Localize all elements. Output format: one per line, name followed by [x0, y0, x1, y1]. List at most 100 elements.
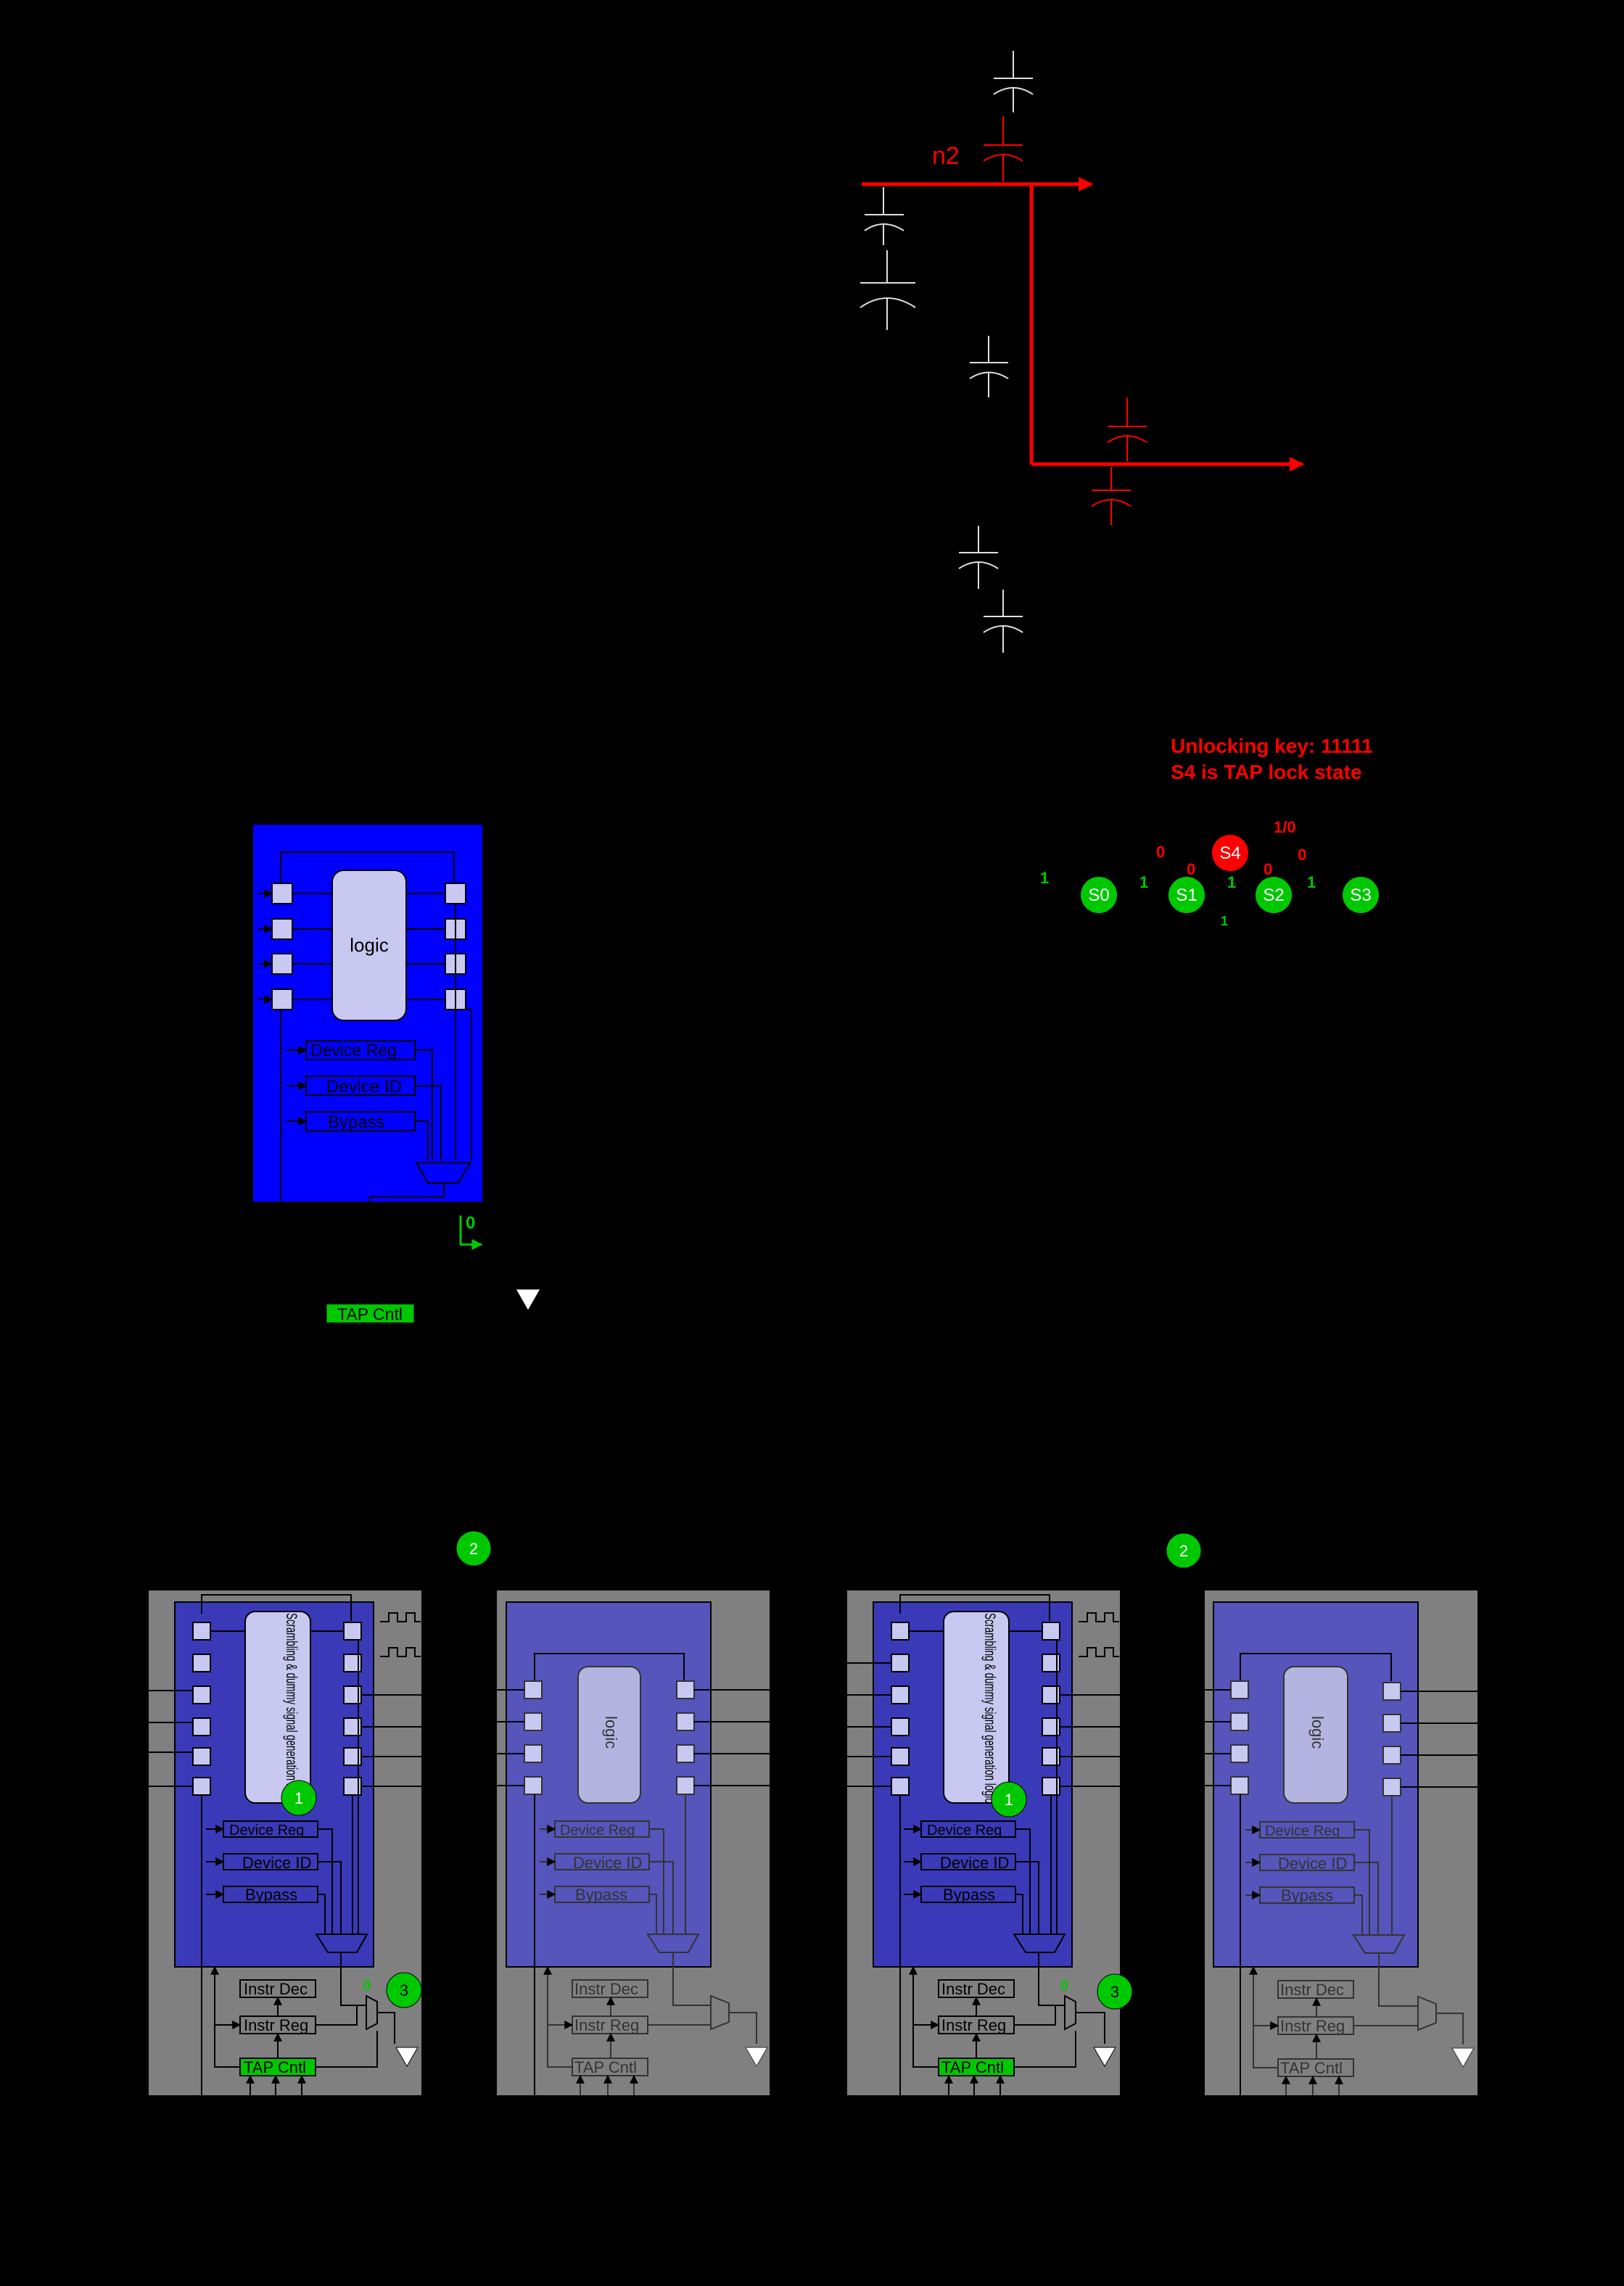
logic-block	[331, 870, 407, 1021]
capacitor-white-5	[958, 526, 999, 589]
capacitor-white-4	[969, 336, 1009, 397]
edge-label-s1-loop: 1	[1221, 914, 1228, 928]
svg-text:TAP Cntl: TAP Cntl	[941, 2058, 1004, 2076]
marker-1: 1	[991, 1781, 1027, 1817]
fsm-diagram: Unlocking key: 11111 S4 is TAP lock stat…	[1040, 735, 1379, 928]
svg-text:Device Reg: Device Reg	[1265, 1823, 1340, 1839]
edge-label-s4-self: 1/0	[1274, 818, 1296, 836]
svg-text:Device ID: Device ID	[573, 1854, 642, 1872]
svg-text:2: 2	[1179, 1542, 1188, 1560]
svg-text:Device ID: Device ID	[940, 1854, 1009, 1872]
marker-2-right: 2	[1166, 1532, 1202, 1569]
tap-cntl-block	[326, 1303, 415, 1324]
edge-label-s0-self: 1	[1040, 869, 1049, 887]
capacitor-red-3	[1091, 467, 1132, 525]
svg-text:Bypass: Bypass	[943, 1886, 995, 1904]
device-id-label: Device ID	[326, 1077, 402, 1097]
fsm-note-key: Unlocking key: 11111	[1171, 735, 1373, 757]
svg-text:0: 0	[1060, 1978, 1068, 1994]
svg-text:Instr Dec: Instr Dec	[1280, 1981, 1344, 1999]
output-buffer-icon	[516, 1290, 540, 1310]
svg-text:S3: S3	[1350, 886, 1371, 905]
clock-waveform-icon	[1079, 1612, 1119, 1657]
chip-protected-a: Scrambling & dummy signal generation log…	[149, 1590, 422, 2095]
svg-text:logic: logic	[602, 1716, 620, 1749]
device-reg-label: Device Reg	[310, 1041, 397, 1060]
marker-1: 1	[281, 1780, 317, 1816]
svg-text:Scrambling & dummy signal gene: Scrambling & dummy signal generation log…	[981, 1613, 998, 1803]
svg-text:Instr Dec: Instr Dec	[574, 1980, 638, 1998]
svg-text:Device ID: Device ID	[1278, 1854, 1347, 1873]
clock-waveform-icon	[380, 1612, 421, 1657]
state-s4: S4	[1212, 835, 1248, 871]
svg-text:Device Reg: Device Reg	[560, 1823, 635, 1839]
svg-text:S1: S1	[1176, 886, 1197, 905]
capacitor-white-2	[864, 187, 904, 245]
svg-text:0: 0	[363, 1978, 371, 1994]
svg-text:S2: S2	[1263, 886, 1284, 905]
marker-3: 3	[1097, 1973, 1133, 2010]
svg-text:TAP Cntl: TAP Cntl	[1280, 2059, 1343, 2077]
edge-label-s2-s3: 1	[1307, 873, 1316, 891]
svg-text:Instr Reg: Instr Reg	[1280, 2017, 1345, 2035]
capacitor-white-3	[860, 250, 916, 330]
output-buffer-icon	[395, 2047, 419, 2068]
chip-faded-d: logic Device Reg Device ID Bypass	[1205, 1590, 1477, 2095]
svg-text:Bypass: Bypass	[1281, 1886, 1333, 1905]
single-chip: logic Device Reg Device ID Bypass	[252, 823, 540, 1324]
bypass-label: Bypass	[328, 1113, 385, 1132]
svg-text:Instr Reg: Instr Reg	[941, 2016, 1006, 2034]
svg-text:1: 1	[294, 1789, 303, 1807]
svg-text:S0: S0	[1088, 886, 1109, 905]
top-circuit: n2	[860, 51, 1304, 653]
edge-label-s1-s4-a: 0	[1156, 843, 1165, 861]
svg-text:1: 1	[1005, 1791, 1013, 1809]
svg-text:S4: S4	[1219, 843, 1240, 863]
output-buffer-icon	[745, 2047, 768, 2068]
net-n2	[862, 177, 1304, 471]
capacitor-white-1	[993, 51, 1034, 112]
capacitor-red-2	[1107, 397, 1147, 461]
marker-3: 3	[386, 1972, 422, 2008]
state-s3: S3	[1343, 877, 1379, 913]
svg-text:Bypass: Bypass	[245, 1886, 297, 1904]
state-s0: S0	[1081, 877, 1117, 913]
edge-label-s1-s2: 1	[1227, 873, 1236, 891]
svg-text:Bypass: Bypass	[575, 1886, 627, 1904]
chip-faded-b: logic Device Reg Device ID Bypass	[497, 1590, 770, 2095]
capacitor-red-1	[983, 116, 1023, 181]
svg-text:Instr Reg: Instr Reg	[244, 2016, 308, 2034]
svg-text:3: 3	[400, 1981, 408, 2000]
svg-text:Device ID: Device ID	[242, 1854, 311, 1872]
svg-text:2: 2	[469, 1540, 478, 1558]
svg-text:3: 3	[1110, 1983, 1119, 2001]
edge-label-s0-s1: 1	[1139, 873, 1148, 891]
chip-protected-c: Scrambling & dummy signal generation log…	[847, 1590, 1133, 2095]
edge-label-s2-s4-b: 0	[1298, 846, 1306, 864]
fsm-note-lock: S4 is TAP lock state	[1171, 761, 1362, 783]
output-buffer-icon	[1451, 2047, 1475, 2068]
marker-2-left: 2	[456, 1530, 492, 1567]
state-s1: S1	[1168, 877, 1205, 913]
edge-label-s2-s4-a: 0	[1264, 860, 1272, 878]
svg-text:TAP Cntl: TAP Cntl	[244, 2058, 306, 2076]
edge-label-s1-s4-b: 0	[1187, 860, 1195, 878]
svg-text:Instr Dec: Instr Dec	[941, 1980, 1005, 1998]
net-label-n2: n2	[932, 142, 960, 170]
svg-text:Device Reg: Device Reg	[229, 1823, 304, 1839]
mux-value-label: 0	[466, 1213, 475, 1233]
svg-text:Device Reg: Device Reg	[927, 1823, 1002, 1839]
svg-text:TAP Cntl: TAP Cntl	[574, 2058, 637, 2076]
svg-text:Instr Reg: Instr Reg	[574, 2016, 639, 2034]
svg-text:logic: logic	[1308, 1716, 1327, 1749]
output-buffer-icon	[1093, 2047, 1116, 2068]
scramble-block	[244, 1611, 311, 1804]
tap-cntl-label: TAP Cntl	[337, 1305, 403, 1324]
svg-text:Instr Dec: Instr Dec	[244, 1980, 308, 1998]
state-s2: S2	[1256, 877, 1292, 913]
scramble-block	[943, 1611, 1010, 1804]
capacitor-white-6	[983, 590, 1023, 653]
logic-label: logic	[350, 934, 388, 956]
scramble-label: Scrambling & dummy signal generation log…	[283, 1613, 300, 1803]
